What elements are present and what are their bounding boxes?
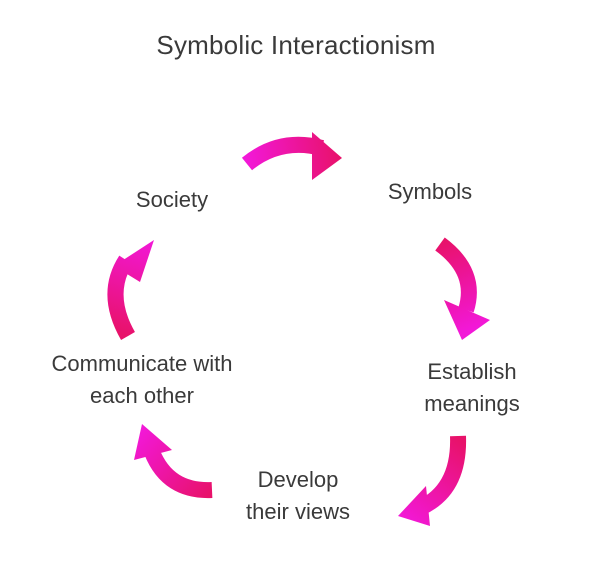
node-society-line-1: Society: [135, 187, 209, 212]
node-develop-line-1: Develop: [257, 467, 339, 492]
diagram-title: Symbolic Interactionism: [156, 30, 436, 60]
node-symbols-line-1: Symbols: [387, 179, 473, 204]
node-society: Society: [100, 184, 244, 216]
arrow-society-to-symbols: [241, 132, 342, 180]
arrow-symbols-to-establish: [435, 237, 490, 340]
node-communicate-line-2: each other: [90, 383, 194, 408]
node-develop-line-2: their views: [246, 499, 350, 524]
node-communicate-line-1: Communicate with: [51, 351, 233, 376]
node-develop-views: Develop their views: [212, 464, 384, 528]
arrow-communicate-to-society: [107, 240, 154, 340]
node-establish-meanings: Establish meanings: [392, 356, 552, 420]
node-establish-line-1: Establish: [427, 359, 517, 384]
node-establish-line-2: meanings: [424, 391, 520, 416]
arrow-establish-to-develop: [398, 435, 467, 526]
node-symbols: Symbols: [360, 176, 500, 208]
node-communicate: Communicate with each other: [16, 348, 268, 412]
arrow-develop-to-communicate: [134, 424, 213, 499]
